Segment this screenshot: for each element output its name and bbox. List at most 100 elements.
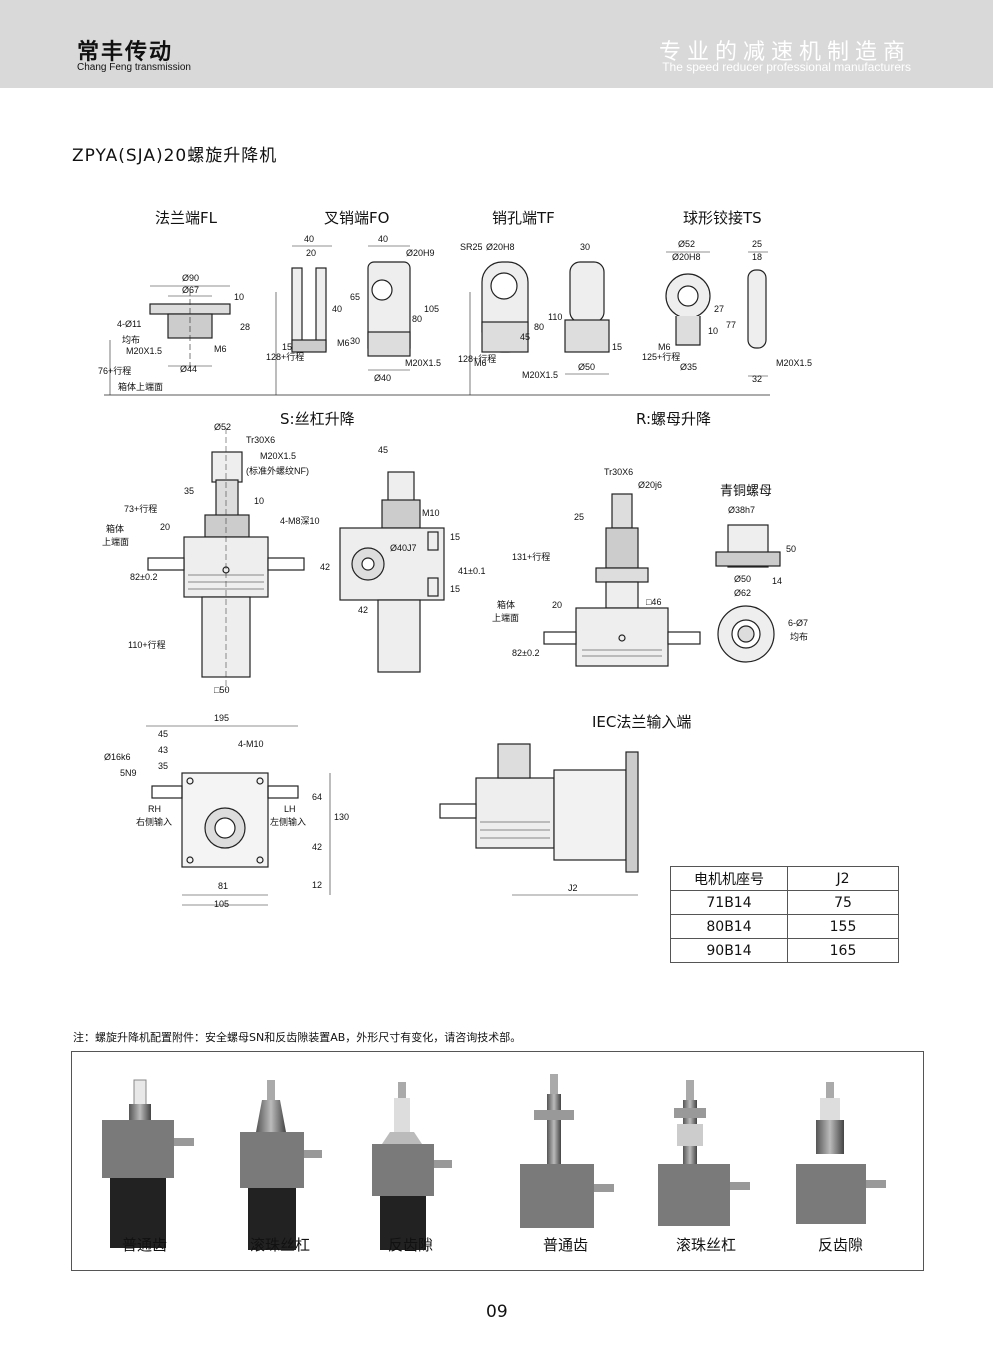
- dim-fo-10: M6: [337, 338, 350, 348]
- dim-r-0: Tr30X6: [604, 467, 633, 477]
- dim-fo-8: 128+行程: [266, 351, 304, 362]
- dim-fl-2: 10: [234, 292, 244, 302]
- dim-fo-2: 40: [378, 234, 388, 244]
- table-cell: 90B14: [670, 938, 788, 963]
- dim-s-5: 35: [184, 486, 194, 496]
- dim-tf-1: Ø20H8: [486, 242, 515, 252]
- dim-ts-0: Ø52: [678, 239, 695, 249]
- dim-s-10: 73+行程: [124, 503, 157, 514]
- table-row: 71B14 75: [670, 890, 899, 915]
- slogan-en: The speed reducer professional manufactu…: [662, 60, 911, 74]
- label-bronze-nut: 青铜螺母: [720, 484, 773, 499]
- dim-s-12: 上端面: [102, 536, 129, 547]
- photo-ballscrew-2: [658, 1080, 750, 1226]
- dim-s-2: M20X1.5: [260, 451, 296, 461]
- dim-tf-7: M6: [474, 358, 487, 368]
- slogan-cn: 专业的减速机制造商: [658, 40, 911, 65]
- drawing-tf: [469, 261, 610, 395]
- photo-caption: 普通齿: [543, 1236, 589, 1254]
- dim-fl-8: Ø44: [180, 364, 197, 374]
- dim-tf-4: 80: [534, 322, 544, 332]
- note-text: 注：螺旋升降机配置附件：安全螺母SN和反齿隙装置AB，外形尺寸有变化，请咨询技术…: [73, 1031, 522, 1044]
- dim-top-4: Ø16k6: [104, 752, 131, 762]
- dim-ts-11: M20X1.5: [776, 358, 812, 368]
- dim-r-9: Ø38h7: [728, 505, 755, 515]
- dim-ts-4: 27: [714, 304, 724, 314]
- drawing-ts: [665, 251, 768, 377]
- dim-s-9: Ø40J7: [390, 543, 417, 553]
- page-title: ZPYA(SJA)20螺旋升降机: [72, 146, 278, 166]
- dim-fl-0: Ø90: [182, 273, 199, 283]
- table-header-cell: 电机机座号: [670, 866, 788, 891]
- dim-fl-6: M6: [214, 344, 227, 354]
- drawing-fl: [109, 285, 231, 395]
- table-row: 80B14 155: [670, 914, 899, 939]
- dim-s-21: □50: [214, 685, 229, 695]
- dim-tf-0: SR25: [460, 242, 483, 252]
- dim-s-19: 42: [358, 605, 368, 615]
- dim-top-6: 4-M10: [238, 739, 264, 749]
- dim-fl-4: 均布: [122, 334, 140, 345]
- dim-tf-5: 110: [548, 312, 562, 322]
- dim-tf-9: M20X1.5: [522, 370, 558, 380]
- dim-ts-1: Ø20H8: [672, 252, 701, 262]
- dim-fl-5: M20X1.5: [126, 346, 162, 356]
- dim-top-2: 43: [158, 745, 168, 755]
- motor-frame-table: 电机机座号 J2 71B14 75 80B14 155 90B14 165: [670, 866, 899, 963]
- dim-r-15: 均布: [790, 631, 808, 642]
- dim-top-13: 42: [312, 842, 322, 852]
- product-photos: [102, 1074, 886, 1250]
- dim-fl-10: 箱体上端面: [118, 381, 163, 392]
- drawing-s-front: [147, 428, 305, 690]
- label-iec: IEC法兰输入端: [592, 713, 692, 731]
- photo-standard-1: [102, 1079, 194, 1248]
- dim-s-1: Tr30X6: [246, 435, 275, 445]
- dim-s-3: (标准外螺纹NF): [246, 465, 309, 476]
- dim-s-15: 42: [320, 562, 330, 572]
- dim-fo-6: 80: [412, 314, 422, 324]
- dim-fo-9: 15: [282, 342, 292, 352]
- dim-fl-3: 4-Ø11: [117, 319, 141, 329]
- dim-fo-1: 20: [306, 248, 316, 258]
- table-row: 90B14 165: [670, 938, 899, 963]
- dim-s-7: M10: [422, 508, 440, 518]
- dim-r-5: 上端面: [492, 612, 519, 623]
- table-header-cell: J2: [787, 866, 899, 891]
- dim-s-11: 箱体: [106, 523, 124, 534]
- dim-ts-6: 10: [708, 326, 718, 336]
- dim-r-7: □46: [646, 597, 661, 607]
- photo-standard-2: [520, 1074, 614, 1228]
- table-cell: 80B14: [670, 914, 788, 939]
- dim-iec-0: J2: [568, 883, 578, 893]
- dim-r-1: Ø20j6: [638, 480, 662, 490]
- table-header-row: 电机机座号 J2: [670, 866, 899, 891]
- dim-r-6: 20: [552, 600, 562, 610]
- dim-fo-7: 105: [424, 304, 439, 314]
- label-tf: 销孔端TF: [492, 209, 555, 227]
- photo-backlash-1: [372, 1082, 452, 1250]
- dim-ts-9: Ø35: [680, 362, 697, 372]
- dim-top-9: LH: [284, 804, 296, 814]
- table-cell: 75: [787, 890, 899, 915]
- dim-s-20: 110+行程: [128, 639, 166, 650]
- dim-s-4: 45: [378, 445, 388, 455]
- dim-r-4: 箱体: [497, 599, 515, 610]
- dim-r-3: 131+行程: [512, 551, 550, 562]
- photo-caption: 反齿隙: [388, 1236, 434, 1254]
- dim-fl-1: Ø67: [182, 285, 199, 295]
- dim-top-15: 81: [218, 881, 228, 891]
- drawing-r-front: [543, 493, 701, 667]
- drawing-s-side: [339, 471, 445, 673]
- dim-top-12: 130: [334, 812, 349, 822]
- dim-tf-10: Ø50: [578, 362, 595, 372]
- photo-caption: 反齿隙: [818, 1236, 864, 1254]
- brand-name-en: Chang Feng transmission: [77, 62, 191, 73]
- dim-r-12: Ø50: [734, 574, 751, 584]
- table-cell: 71B14: [670, 890, 788, 915]
- dim-s-17: 41±0.1: [458, 566, 485, 576]
- dim-s-13: 20: [160, 522, 170, 532]
- photo-backlash-2: [796, 1082, 886, 1224]
- label-fl: 法兰端FL: [155, 209, 217, 227]
- label-r-lift: R:螺母升降: [636, 410, 712, 428]
